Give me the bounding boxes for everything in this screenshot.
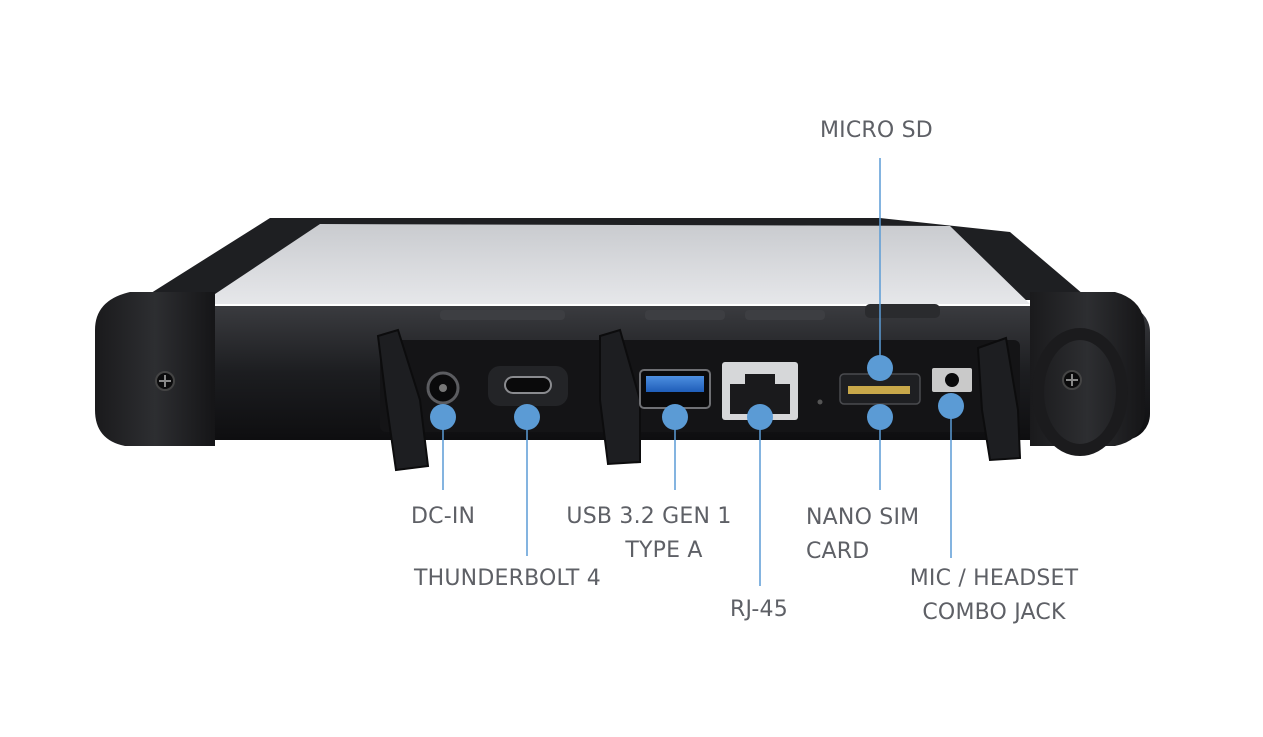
label-rj45: RJ-45 [730,593,788,627]
label-mic-jack-line-2: COMBO JACK [922,600,1066,625]
label-dc-in-line-1: DC-IN [411,504,476,529]
label-usb-line-1: USB 3.2 GEN 1 [566,504,732,529]
label-thunderbolt: THUNDERBOLT 4 [414,562,601,596]
label-nano-sim-line-2: CARD [806,539,870,564]
label-usb-line-2: TYPE A [625,538,703,563]
label-dc-in: DC-IN [411,500,475,534]
marker-rj45 [747,404,773,430]
tether-ring [1032,328,1128,456]
marker-nano-sim [867,404,893,430]
label-thunderbolt-line-1: THUNDERBOLT 4 [414,566,601,591]
label-nano-sim: NANO SIM CARD [806,501,919,569]
label-usb: USB 3.2 GEN 1 TYPE A [564,500,734,568]
label-mic-jack: MIC / HEADSET COMBO JACK [900,562,1088,630]
top-button-4 [865,304,940,318]
marker-usb [662,404,688,430]
label-mic-jack-line-1: MIC / HEADSET [909,566,1079,591]
marker-thunderbolt [514,404,540,430]
marker-micro-sd [867,355,893,381]
marker-dc-in [430,404,456,430]
label-nano-sim-line-1: NANO SIM [806,505,920,530]
tablet-screen [200,224,1030,304]
port-cover-right [976,336,1022,462]
label-rj45-line-1: RJ-45 [730,597,788,622]
top-button-2 [645,310,725,320]
marker-mic [938,393,964,419]
top-button-1 [440,310,565,320]
label-micro-sd-line-1: MICRO SD [820,118,933,143]
top-button-3 [745,310,825,320]
port-cover-middle [599,328,641,466]
mic-jack-port [945,373,959,387]
label-micro-sd: MICRO SD [820,114,933,148]
port-cover-left [376,328,430,472]
thunderbolt-port [504,376,552,394]
left-bumper [95,292,215,446]
